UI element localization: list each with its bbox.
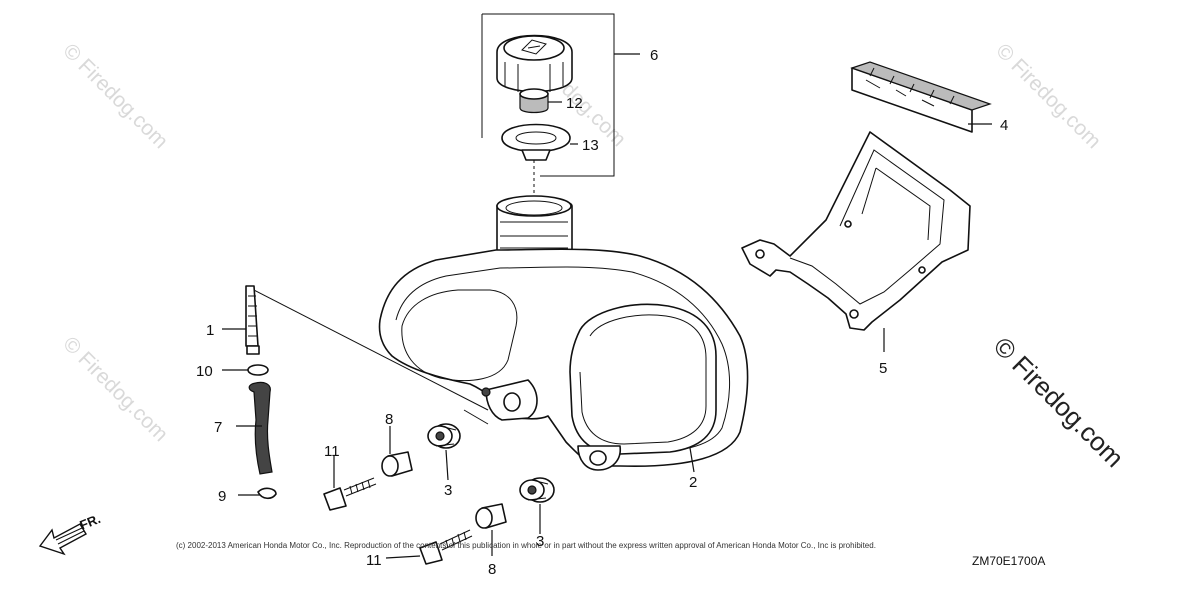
collar bbox=[381, 426, 413, 477]
diagram-code: ZM70E1700A bbox=[972, 554, 1045, 568]
direction-arrow-icon bbox=[38, 523, 87, 556]
flange-bolt bbox=[323, 456, 377, 511]
fuel-cap-assembly bbox=[481, 13, 640, 196]
callout-label: 3 bbox=[536, 533, 544, 550]
direction-label: FR. bbox=[78, 511, 103, 533]
callout-label: 10 bbox=[196, 363, 213, 380]
callout-label: 5 bbox=[879, 360, 887, 377]
callout-label: 4 bbox=[1000, 117, 1008, 134]
callout-label: 6 bbox=[650, 47, 658, 64]
callout-label: 9 bbox=[218, 488, 226, 505]
grommet bbox=[427, 423, 461, 481]
callout-label: 11 bbox=[324, 443, 340, 460]
watermark: © Firedog.com bbox=[991, 39, 1105, 153]
grommet bbox=[519, 477, 555, 534]
watermark: © Firedog.com bbox=[58, 332, 172, 446]
callout-label: 8 bbox=[385, 411, 393, 428]
hose-clip-lower bbox=[238, 487, 277, 500]
hose-clip bbox=[222, 364, 269, 376]
callout-label: 13 bbox=[582, 137, 599, 154]
watermark-large: © Firedog.com bbox=[988, 331, 1130, 473]
copyright-notice: (c) 2002-2013 American Honda Motor Co., … bbox=[176, 541, 876, 550]
rubber-pad bbox=[850, 61, 992, 133]
front-direction-indicator: FR. bbox=[38, 511, 103, 556]
watermark: © Firedog.com bbox=[58, 39, 172, 153]
callout-label: 8 bbox=[488, 561, 496, 578]
collar bbox=[475, 503, 507, 556]
fuel-hose bbox=[236, 381, 273, 475]
callout-label: 3 bbox=[444, 482, 452, 499]
fuel-strainer bbox=[222, 285, 260, 355]
cap-seal bbox=[501, 123, 571, 153]
callout-label: 1 bbox=[206, 322, 214, 339]
callout-label: 11 bbox=[366, 552, 382, 569]
tank-bracket bbox=[741, 131, 971, 352]
callout-label: 12 bbox=[566, 95, 583, 112]
callout-label: 2 bbox=[689, 474, 697, 491]
flange-bolt bbox=[385, 529, 473, 565]
callout-labels: 6 12 13 4 5 1 10 7 9 11 8 3 2 3 11 8 bbox=[196, 47, 1008, 578]
callout-label: 7 bbox=[214, 419, 222, 436]
fuel-tank bbox=[378, 195, 749, 473]
